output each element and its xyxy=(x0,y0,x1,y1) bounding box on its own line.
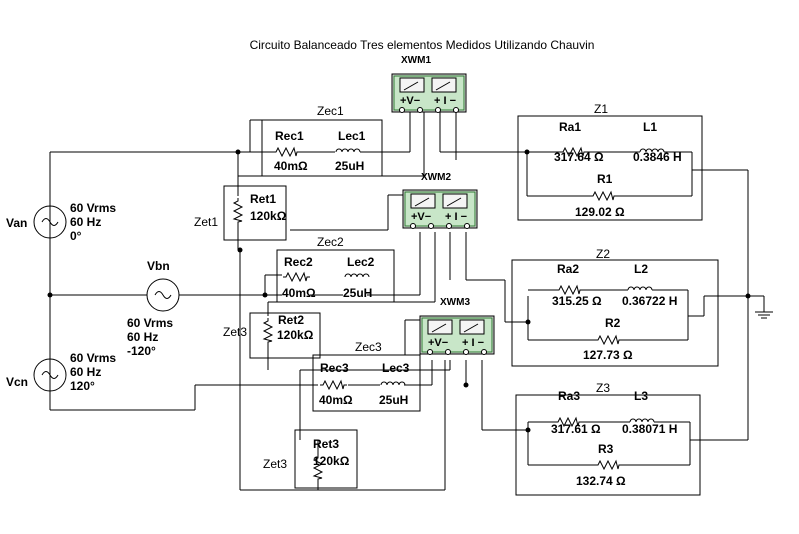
r-name: R1 xyxy=(597,172,613,186)
inductor-value: 25uH xyxy=(343,286,372,300)
source-name: Van xyxy=(6,216,27,230)
source-phase: 0° xyxy=(70,229,82,243)
inductor-name: L2 xyxy=(634,262,648,276)
ra-value: 317.61 Ω xyxy=(551,422,601,436)
inductor-value: 25uH xyxy=(379,393,408,407)
group-label: Zet3 xyxy=(263,457,287,471)
source-phase: 120° xyxy=(70,379,95,393)
r-name: R3 xyxy=(598,442,614,456)
resistor-value: 120kΩ xyxy=(250,209,287,223)
r-name: R2 xyxy=(605,316,621,330)
source-name: Vbn xyxy=(147,259,170,273)
group-label: Zec2 xyxy=(317,235,344,249)
group-label: Zec1 xyxy=(317,104,344,118)
source-name: Vcn xyxy=(6,375,28,389)
resistor-value: 40mΩ xyxy=(274,159,308,173)
group-label: Z1 xyxy=(594,102,608,116)
r-value: 132.74 Ω xyxy=(576,474,626,488)
ra-value: 317.64 Ω xyxy=(554,150,604,164)
source-voltage: 60 Vrms xyxy=(127,316,173,330)
ground-icon xyxy=(755,311,773,319)
junction-dots xyxy=(47,149,751,433)
voltage-terminals: +V− xyxy=(400,95,420,107)
wattmeter-xwm1: XWM1 +V− + I − xyxy=(391,55,467,113)
load-z2: Z2 Ra2 315.25 Ω L2 0.36722 H R2 127.73 Ω xyxy=(511,247,719,367)
source-frequency: 60 Hz xyxy=(70,365,101,379)
inductor-value: 25uH xyxy=(335,159,364,173)
current-terminals: + I − xyxy=(445,211,467,223)
line-impedance-zec1: Zec1 Rec1 40mΩ Lec1 25uH xyxy=(261,104,383,177)
current-terminals: + I − xyxy=(462,337,484,349)
inductor-value: 0.36722 H xyxy=(622,294,677,308)
inductor-value: 0.38071 H xyxy=(622,422,677,436)
load-z3: Z3 Ra3 317.61 Ω L3 0.38071 H R3 132.74 Ω xyxy=(515,381,701,496)
source-frequency: 60 Hz xyxy=(70,215,101,229)
resistor-name: Rec3 xyxy=(320,361,349,375)
source-vbn: Vbn 60 Vrms 60 Hz -120° xyxy=(127,259,180,358)
inductor-name: L1 xyxy=(643,120,657,134)
group-label: Zet3 xyxy=(223,325,247,339)
inductor-name: Lec1 xyxy=(338,129,366,143)
resistor-name: Rec2 xyxy=(284,255,313,269)
ra-name: Ra2 xyxy=(557,262,579,276)
diagram-title: Circuito Balanceado Tres elementos Medid… xyxy=(250,38,595,52)
resistor-value: 120kΩ xyxy=(313,454,350,468)
line-impedance-zec3: Zec3 Rec3 40mΩ Lec3 25uH xyxy=(312,340,421,412)
earth-impedance-ret1: Zet1 Ret1 120kΩ xyxy=(194,185,287,241)
source-voltage: 60 Vrms xyxy=(70,201,116,215)
group-label: Z2 xyxy=(596,247,610,261)
wattmeter-xwm2: XWM2 +V− + I − xyxy=(402,172,478,229)
line-impedance-zec2: Zec2 Rec2 40mΩ Lec2 25uH xyxy=(276,235,395,303)
load-z1: Z1 Ra1 317.64 Ω L1 0.3846 H R1 129.02 Ω xyxy=(517,102,703,221)
resistor-name: Rec1 xyxy=(275,129,304,143)
resistor-name: Ret1 xyxy=(250,192,276,206)
group-label: Zec3 xyxy=(355,340,382,354)
voltage-terminals: +V− xyxy=(411,211,431,223)
meter-name: XWM2 xyxy=(421,172,451,183)
inductor-name: L3 xyxy=(634,389,648,403)
group-label: Z3 xyxy=(596,381,610,395)
resistor-value: 40mΩ xyxy=(282,286,316,300)
ra-name: Ra3 xyxy=(558,389,580,403)
source-van: Van 60 Vrms 60 Hz 0° xyxy=(6,201,116,243)
earth-impedance-ret3: Zet3 Ret3 120kΩ xyxy=(263,429,358,489)
source-frequency: 60 Hz xyxy=(127,330,158,344)
inductor-value: 0.3846 H xyxy=(633,150,682,164)
earth-impedance-ret2: Zet3 Ret2 120kΩ xyxy=(223,312,321,359)
meter-name: XWM3 xyxy=(440,297,470,308)
r-value: 129.02 Ω xyxy=(575,205,625,219)
meter-name: XWM1 xyxy=(401,55,431,66)
resistor-value: 120kΩ xyxy=(277,328,314,342)
source-voltage: 60 Vrms xyxy=(70,351,116,365)
resistor-name: Ret2 xyxy=(278,313,304,327)
r-value: 127.73 Ω xyxy=(583,348,633,362)
voltage-terminals: +V− xyxy=(428,337,448,349)
inductor-name: Lec2 xyxy=(347,255,375,269)
source-phase: -120° xyxy=(127,344,156,358)
resistor-value: 40mΩ xyxy=(319,393,353,407)
ra-value: 315.25 Ω xyxy=(552,294,602,308)
wattmeter-xwm3: XWM3 +V− + I − xyxy=(419,297,495,355)
source-vcn: Vcn 60 Vrms 60 Hz 120° xyxy=(6,351,116,393)
current-terminals: + I − xyxy=(434,95,456,107)
ra-name: Ra1 xyxy=(559,120,581,134)
resistor-name: Ret3 xyxy=(313,437,339,451)
group-label: Zet1 xyxy=(194,215,218,229)
inductor-name: Lec3 xyxy=(382,361,410,375)
